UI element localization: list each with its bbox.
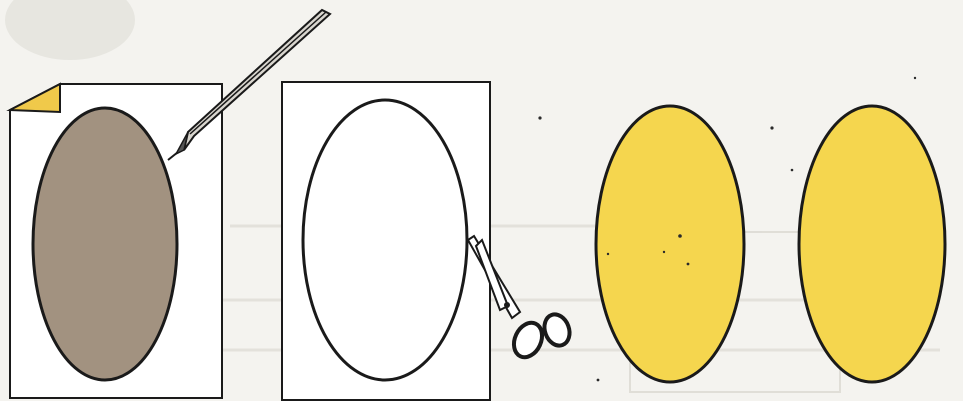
corner-fold: [10, 84, 60, 112]
outlined-oval: [303, 100, 467, 380]
result-step: [596, 106, 945, 382]
cut-out-step: [282, 82, 574, 400]
brown-oval-template: [33, 108, 177, 380]
bleed-through-oval: [5, 0, 135, 60]
yellow-oval-left: [596, 106, 744, 382]
yellow-oval-right: [799, 106, 945, 382]
